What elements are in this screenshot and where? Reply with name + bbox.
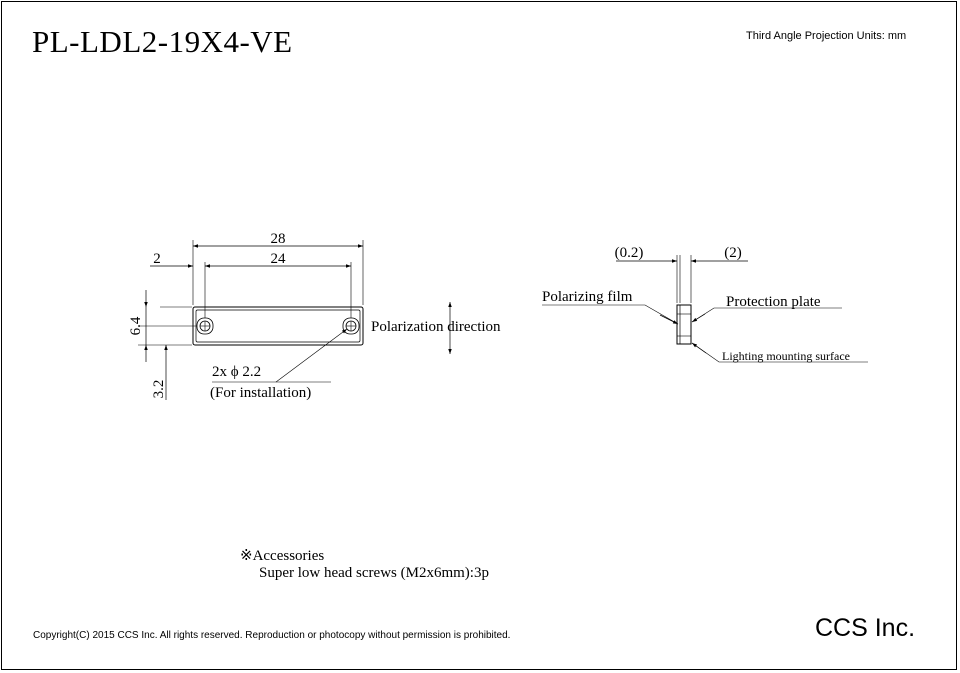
accessories-item: Super low head screws (M2x6mm):3p bbox=[259, 565, 489, 581]
protection-plate-label: Protection plate bbox=[726, 294, 821, 310]
polarization-direction-label: Polarization direction bbox=[371, 319, 501, 335]
hole-callout-text: 2x ϕ 2.2 bbox=[212, 364, 261, 380]
dim-label-2: 2 bbox=[153, 251, 161, 267]
side-view-body bbox=[676, 304, 692, 345]
company-name: CCS Inc. bbox=[815, 614, 916, 642]
copyright-notice: Copyright(C) 2015 CCS Inc. All rights re… bbox=[33, 630, 511, 641]
mounting-hole-left bbox=[196, 317, 214, 335]
projection-units-note: Third Angle Projection Units: mm bbox=[746, 30, 907, 42]
dim-label-24: 24 bbox=[271, 251, 287, 267]
front-view-inner-outline bbox=[195, 309, 361, 343]
front-view-body bbox=[192, 306, 364, 346]
hole-note-text: (For installation) bbox=[210, 385, 311, 401]
dim-label-6-4: 6.4 bbox=[128, 316, 144, 335]
dim-label-plate: (2) bbox=[724, 245, 742, 261]
hole-callout-leader bbox=[275, 328, 348, 383]
dim-label-28: 28 bbox=[271, 231, 286, 247]
polarizing-film-leader bbox=[542, 304, 679, 325]
mounting-hole-right bbox=[342, 317, 360, 335]
mounting-surface-label: Lighting mounting surface bbox=[722, 349, 850, 363]
accessories-heading: ※Accessories bbox=[240, 548, 324, 564]
polarizing-film-label: Polarizing film bbox=[542, 289, 633, 305]
protection-plate-leader bbox=[691, 307, 842, 323]
part-number-title: PL-LDL2-19X4-VE bbox=[32, 24, 293, 59]
dim-label-film: (0.2) bbox=[615, 245, 644, 261]
dim-label-3-2: 3.2 bbox=[151, 380, 167, 399]
